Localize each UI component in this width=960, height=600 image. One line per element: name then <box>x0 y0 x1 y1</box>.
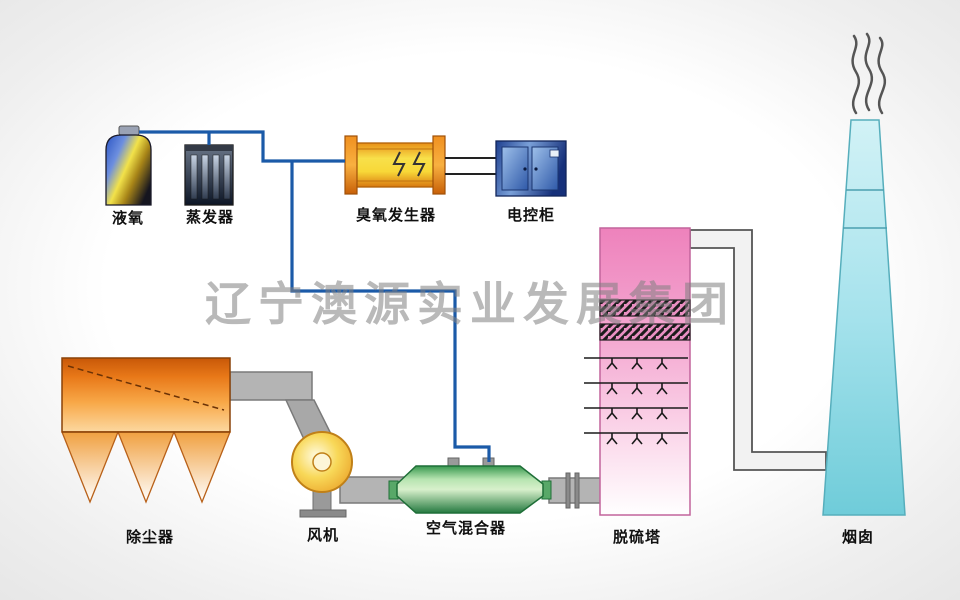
air-mixer <box>388 457 552 514</box>
duct-tower-to-chimney <box>689 229 827 471</box>
desulfurization-tower <box>584 227 691 516</box>
label-fan: 风机 <box>306 527 340 544</box>
dust-collector <box>61 357 231 504</box>
liquid-oxygen-tank <box>105 125 152 206</box>
label-chimney: 烟囱 <box>841 529 875 546</box>
label-desulfurization-tower: 脱硫塔 <box>612 529 662 546</box>
label-evaporator: 蒸发器 <box>185 209 235 226</box>
label-ozone-generator: 臭氧发生器 <box>355 207 437 224</box>
spray-headers <box>584 357 688 445</box>
smoke-wisps-icon <box>851 32 887 115</box>
ozone-pipes <box>139 130 491 462</box>
ozone-generator <box>344 135 446 195</box>
fan <box>291 431 353 518</box>
chimney <box>822 119 906 516</box>
label-air-mixer: 空气混合器 <box>425 520 507 537</box>
evaporator <box>184 144 234 206</box>
label-liquid-oxygen: 液氧 <box>111 210 145 227</box>
label-dust-collector: 除尘器 <box>125 529 175 546</box>
label-control-cabinet: 电控柜 <box>506 207 556 224</box>
control-cabinet <box>445 140 567 197</box>
duct-mixer-to-tower <box>548 472 602 509</box>
